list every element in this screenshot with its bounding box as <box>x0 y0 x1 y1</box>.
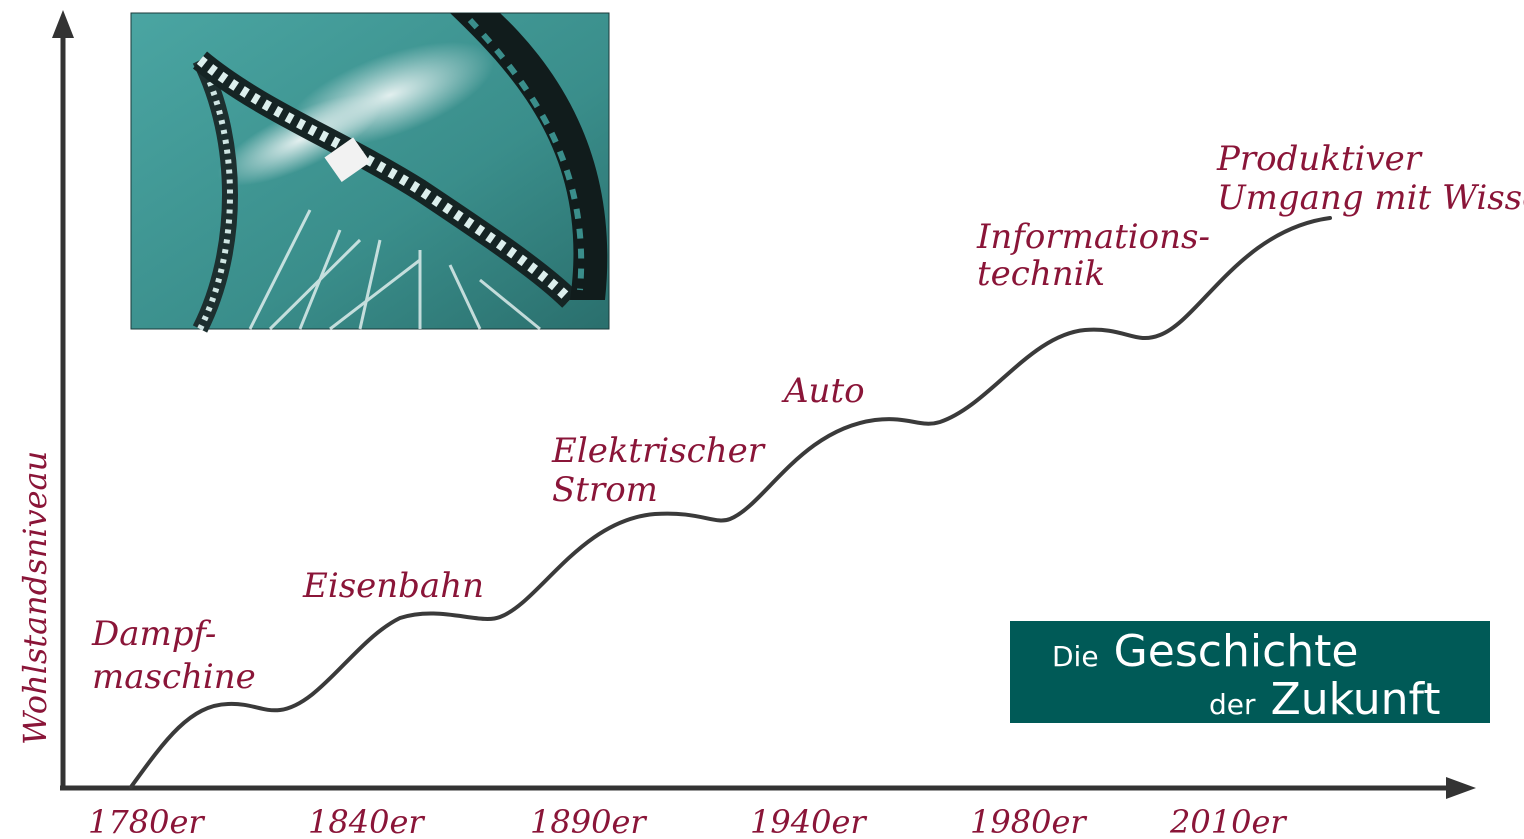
svg-text:Auto: Auto <box>781 371 865 411</box>
x-axis-arrow-icon <box>1446 777 1476 799</box>
brand-logo-box: Die Geschichte der Zukunft <box>1010 621 1490 725</box>
svg-text:der Zukunft: der Zukunft <box>1209 674 1441 725</box>
y-axis-label: Wohlstandsniveau <box>16 451 54 745</box>
svg-text:Umgang mit Wissen: Umgang mit Wissen <box>1217 178 1524 218</box>
svg-text:Elektrischer: Elektrischer <box>551 431 766 471</box>
svg-text:maschine: maschine <box>92 657 256 697</box>
x-tick-label: 2010er <box>1169 803 1287 839</box>
wave-labels: Dampf- maschine Eisenbahn Elektrischer S… <box>91 139 1524 697</box>
svg-text:Produktiver: Produktiver <box>1216 139 1423 179</box>
svg-text:Strom: Strom <box>552 470 658 510</box>
wave-label-dampfmaschine: Dampf- maschine <box>91 614 256 697</box>
svg-text:Die Geschichte: Die Geschichte <box>1052 626 1358 677</box>
wave-label-auto: Auto <box>781 371 865 411</box>
svg-text:technik: technik <box>977 254 1105 294</box>
brand-word-die: Die <box>1052 640 1099 673</box>
x-tick-label: 1890er <box>530 803 647 839</box>
y-axis-arrow-icon <box>52 10 74 38</box>
wave-label-elektrischer-strom: Elektrischer Strom <box>551 431 766 510</box>
x-tick-label: 1980er <box>970 803 1087 839</box>
wave-label-informationstechnik: Informations- technik <box>976 217 1210 294</box>
x-tick-label: 1780er <box>88 803 205 839</box>
prosperity-curve <box>129 216 1332 789</box>
wave-label-produktiver-umgang: Produktiver Umgang mit Wissen <box>1216 139 1524 218</box>
x-axis <box>60 777 1476 799</box>
brand-word-der: der <box>1209 688 1256 721</box>
x-tick-label: 1940er <box>750 803 867 839</box>
brand-word-zukunft: Zukunft <box>1271 674 1441 725</box>
y-axis <box>52 10 74 788</box>
wave-label-eisenbahn: Eisenbahn <box>302 566 484 606</box>
svg-text:Informations-: Informations- <box>976 217 1210 257</box>
svg-text:Dampf-: Dampf- <box>91 614 216 654</box>
x-tick-label: 1840er <box>308 803 425 839</box>
roller-coaster-photo <box>130 12 610 333</box>
svg-text:Eisenbahn: Eisenbahn <box>302 566 484 606</box>
x-tick-labels: 1780er 1840er 1890er 1940er 1980er 2010e… <box>88 803 1287 839</box>
brand-word-geschichte: Geschichte <box>1114 626 1359 677</box>
